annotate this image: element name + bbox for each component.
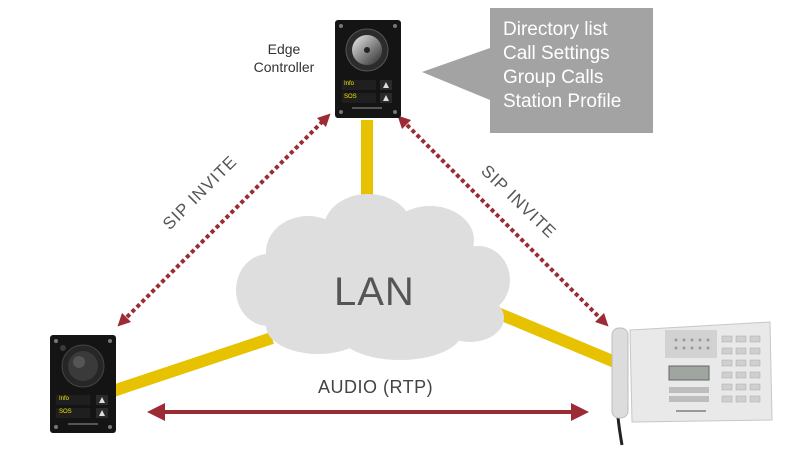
callout-list: Directory list Call Settings Group Calls… — [503, 18, 621, 114]
sip-arrow-left — [117, 113, 331, 327]
lan-link-left — [108, 332, 274, 398]
left-panel-device — [50, 335, 116, 433]
edge-controller-device — [335, 20, 401, 118]
callout-item: Station Profile — [503, 91, 622, 112]
edge-info-button-label: Info — [344, 81, 355, 87]
left-sos-button-label: SOS — [59, 409, 72, 415]
edge-controller-label-line1: Edge — [267, 41, 301, 57]
callout-item: Call Settings — [503, 43, 610, 64]
edge-sos-button-label: SOS — [344, 94, 357, 100]
edge-controller-label-line2: Controller — [253, 59, 315, 75]
lan-label: LAN — [334, 270, 415, 314]
callout-box — [422, 8, 653, 133]
audio-rtp-label: AUDIO (RTP) — [318, 377, 434, 397]
desk-station-device — [611, 321, 773, 446]
callout-item: Directory list — [503, 19, 608, 40]
edge-controller-label: Edge Controller — [236, 40, 332, 76]
sip-arrow-right — [397, 115, 609, 327]
left-info-button-label: Info — [59, 396, 70, 402]
callout-item: Group Calls — [503, 67, 604, 88]
